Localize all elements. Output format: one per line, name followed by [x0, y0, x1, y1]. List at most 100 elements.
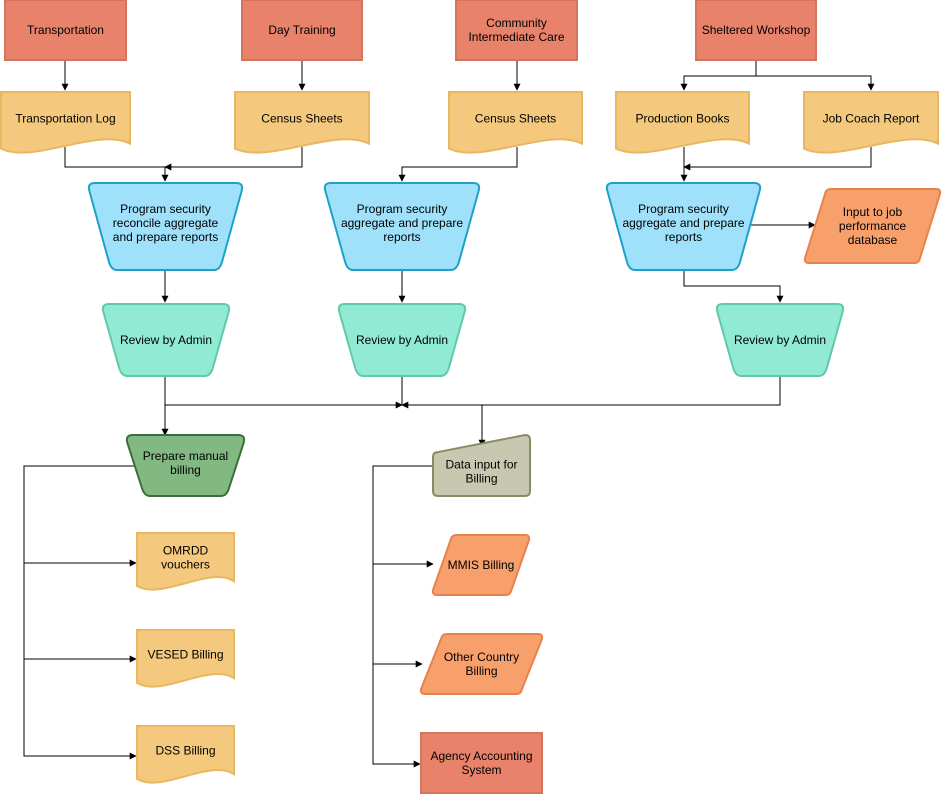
security-3-shape: [605, 182, 762, 271]
other-country-billing-label-line: Other Country: [444, 650, 519, 664]
review-2-label-line: Review by Admin: [356, 333, 448, 347]
node-review-3[interactable]: Review by Admin: [715, 303, 845, 377]
census-sheets-2-shape: [448, 91, 583, 154]
omrdd-vouchers-label-line: vouchers: [161, 558, 210, 572]
job-performance-db-label-line: performance: [839, 219, 907, 233]
prepare-manual-billing-label-line: billing: [170, 463, 201, 477]
review-1-shape: [101, 303, 231, 377]
security-2-label-line: aggregate and prepare: [341, 216, 463, 230]
vesed-billing-label-line: VESED Billing: [147, 648, 223, 662]
node-census-sheets-2[interactable]: Census Sheets: [448, 91, 583, 154]
sheltered-workshop-shape: [695, 0, 817, 61]
job-coach-report-shape: [803, 91, 939, 154]
review-2-shape: [337, 303, 467, 377]
node-review-1[interactable]: Review by Admin: [101, 303, 231, 377]
other-country-billing-shape: [419, 633, 544, 695]
transportation-shape: [4, 0, 127, 61]
production-books-label-line: Production Books: [635, 111, 729, 125]
connector-census-sheets-1-to-security-1: [164, 147, 303, 171]
census-sheets-2-label-line: Census Sheets: [475, 111, 556, 125]
job-performance-db-label-line: database: [848, 233, 898, 247]
connector-prepare-manual-billing-to-vesed-billing: [23, 563, 137, 663]
data-input-billing-shape: [432, 433, 531, 497]
security-2-label-line: Program security: [357, 202, 448, 216]
node-review-2[interactable]: Review by Admin: [337, 303, 467, 377]
review-3-label-line: Review by Admin: [734, 333, 826, 347]
omrdd-vouchers-shape: [136, 532, 235, 591]
node-day-training[interactable]: Day Training: [241, 0, 363, 61]
node-transportation[interactable]: Transportation: [4, 0, 127, 61]
job-coach-report-label-line: Job Coach Report: [823, 111, 920, 125]
agency-accounting-label-line: Agency Accounting: [430, 749, 532, 763]
agency-accounting-shape: [420, 732, 543, 794]
review-1-label-line: Review by Admin: [120, 333, 212, 347]
security-3-label-line: reports: [665, 230, 702, 244]
connector-job-coach-report-to-security-3: [683, 147, 872, 171]
job-performance-db-shape: [803, 188, 942, 264]
connector-sheltered-workshop-to-production-books: [680, 60, 757, 91]
connector-prepare-manual-billing-to-dss-billing: [23, 659, 137, 760]
census-sheets-1-shape: [234, 91, 370, 154]
omrdd-vouchers-label-line: OMRDD: [163, 544, 209, 558]
mmis-billing-label-line: MMIS Billing: [448, 558, 515, 572]
mmis-billing-shape: [431, 534, 531, 596]
connector-data-input-billing-to-mmis-billing: [372, 465, 437, 568]
connector-security-3-to-review-3: [683, 270, 784, 303]
security-2-label-line: reports: [383, 230, 420, 244]
node-job-coach-report[interactable]: Job Coach Report: [803, 91, 939, 154]
node-sheltered-workshop[interactable]: Sheltered Workshop: [695, 0, 817, 61]
connector-prepare-manual-billing-to-omrdd-vouchers: [23, 465, 138, 567]
security-1-label-line: and prepare reports: [113, 230, 218, 244]
security-3-label-line: Program security: [638, 202, 729, 216]
connector-review-2-to-data-input-billing: [401, 376, 781, 409]
review-3-shape: [715, 303, 845, 377]
vesed-billing-shape: [136, 629, 235, 688]
transportation-log-shape: [0, 91, 131, 154]
day-training-label-line: Day Training: [268, 23, 335, 37]
dss-billing-shape: [136, 725, 235, 784]
agency-accounting-label-line: System: [461, 763, 501, 777]
connector-sheltered-workshop-to-job-coach-report: [756, 75, 875, 91]
connector-review-3-to-data-input-billing: [164, 376, 403, 409]
node-dss-billing[interactable]: DSS Billing: [136, 725, 235, 784]
sheltered-workshop-label-line: Sheltered Workshop: [702, 23, 811, 37]
node-census-sheets-1[interactable]: Census Sheets: [234, 91, 370, 154]
day-training-shape: [241, 0, 363, 61]
connector-data-input-billing-to-agency-accounting: [372, 664, 421, 768]
security-2-shape: [323, 182, 481, 271]
transportation-label-line: Transportation: [27, 23, 104, 37]
node-vesed-billing[interactable]: VESED Billing: [136, 629, 235, 688]
data-input-billing-label-line: Data input for: [445, 458, 517, 472]
connector-review-1-to-data-input-billing: [401, 376, 486, 447]
census-sheets-1-label-line: Census Sheets: [261, 111, 342, 125]
connector-census-sheets-2-to-security-2: [398, 147, 518, 182]
job-performance-db-label-line: Input to job: [843, 205, 903, 219]
prepare-manual-billing-label-line: Prepare manual: [143, 449, 228, 463]
security-1-shape: [87, 182, 244, 271]
node-mmis-billing[interactable]: MMIS Billing: [431, 534, 531, 596]
prepare-manual-billing-shape: [125, 434, 246, 497]
connector-data-input-billing-to-other-country-billing: [372, 564, 423, 668]
security-1-label-line: reconcile aggregate: [113, 216, 219, 230]
other-country-billing-label-line: Billing: [465, 664, 497, 678]
transportation-log-label-line: Transportation Log: [15, 111, 115, 125]
connector-layer: [23, 60, 875, 768]
community-care-label-line: Community: [486, 16, 547, 30]
security-1-label-line: Program security: [120, 202, 211, 216]
production-books-shape: [615, 91, 750, 154]
node-production-books[interactable]: Production Books: [615, 91, 750, 154]
connector-transportation-log-to-security-1: [64, 147, 169, 182]
community-care-shape: [455, 0, 578, 61]
node-transportation-log[interactable]: Transportation Log: [0, 91, 131, 154]
